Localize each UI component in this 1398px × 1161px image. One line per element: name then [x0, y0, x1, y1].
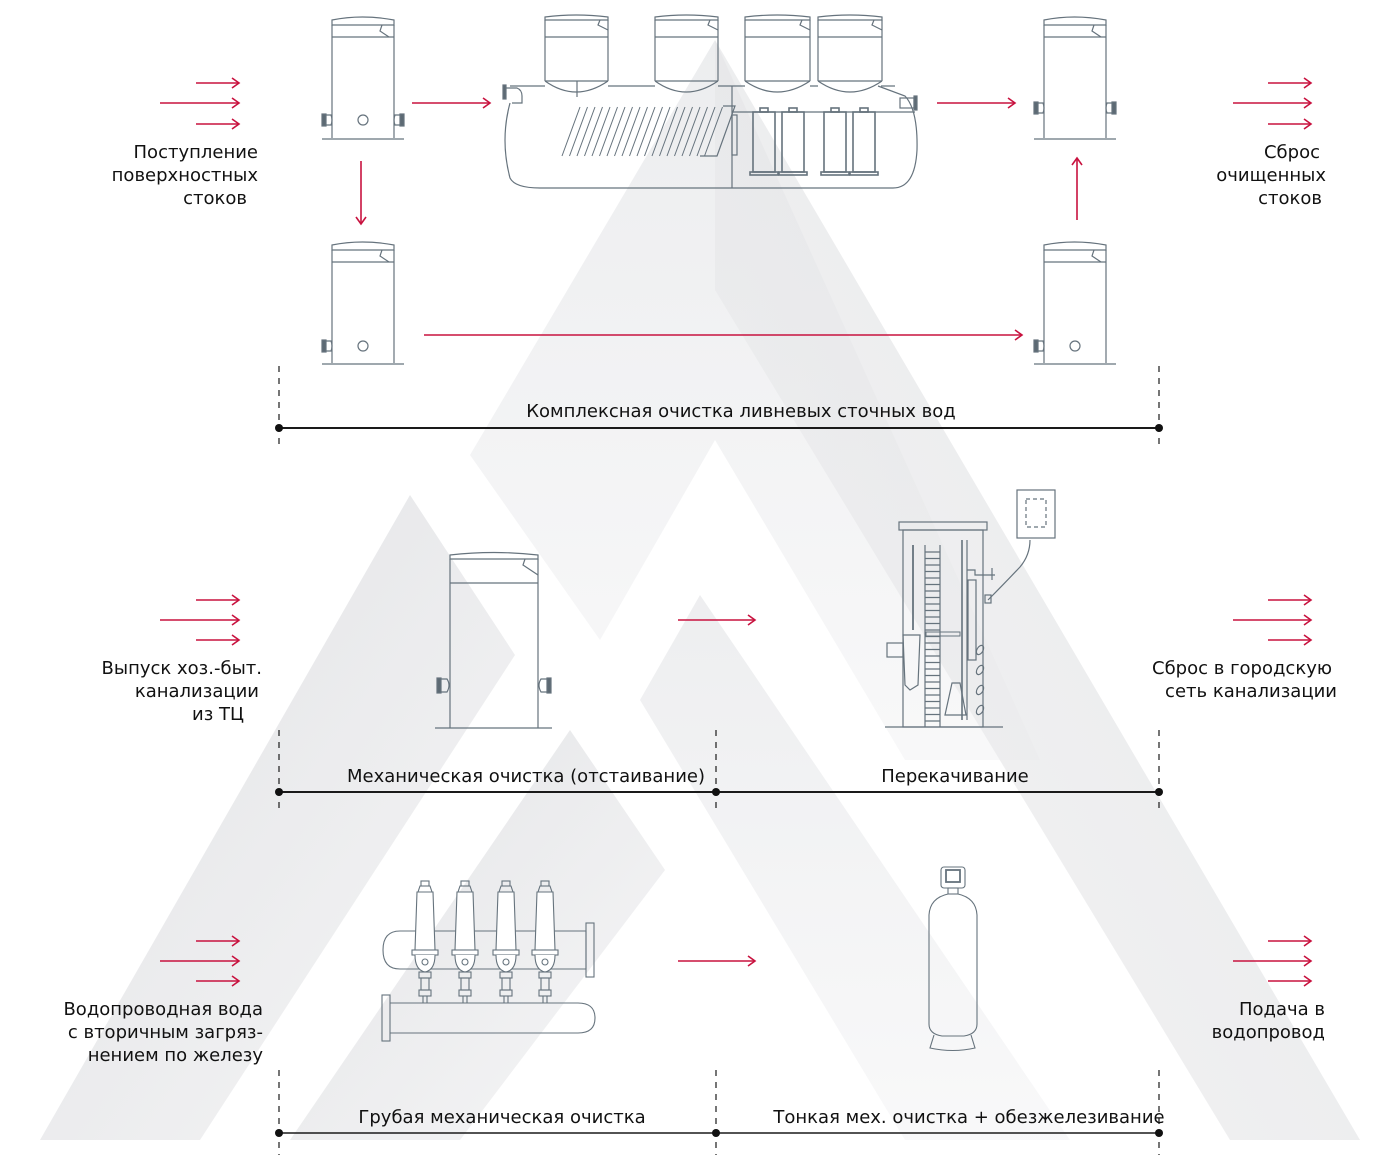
watermark-right-leg: [715, 40, 1360, 1140]
watermark-inner-left: [290, 730, 665, 1140]
stage-label: Грубая механическая очистка: [358, 1107, 646, 1128]
label-line: очищенных: [1216, 165, 1326, 186]
stage-label: Перекачивание: [881, 766, 1029, 787]
label-line: стоков: [183, 188, 247, 209]
label-line: Сброс: [1263, 142, 1320, 163]
timeline-node: [1155, 1129, 1163, 1137]
tank-turret: [817, 14, 883, 93]
coalescing-filters: [749, 107, 879, 176]
disc-filter: [492, 880, 520, 1003]
tank-turret: [544, 14, 609, 97]
output-arrows: [1233, 935, 1313, 987]
timeline-node: [275, 1129, 283, 1137]
timeline-node: [275, 788, 283, 796]
label-line: Поступление: [133, 142, 258, 163]
row-water-supply: [160, 866, 1313, 1052]
disc-filter: [451, 880, 479, 1003]
input-arrows: [160, 594, 241, 646]
flow-arrows: [355, 97, 1083, 341]
disc-filters: [411, 880, 559, 1003]
timeline-node: [275, 424, 283, 432]
input-arrows: [160, 935, 241, 987]
timeline-water-supply: [275, 1070, 1163, 1155]
output-arrows: [1233, 77, 1313, 130]
timeline-node: [712, 788, 720, 796]
flow-arrow: [678, 614, 757, 626]
timeline-sewage: [275, 730, 1163, 812]
settling-well: [435, 551, 552, 729]
float-switches: [975, 644, 985, 716]
sand-trap-well: [321, 16, 405, 140]
timeline-node: [712, 1129, 720, 1137]
label-line: Подача в: [1238, 999, 1325, 1020]
row-stormwater: [160, 14, 1313, 365]
stage-label: Комплексная очистка ливневых сточных вод: [526, 401, 956, 422]
tank-turret: [744, 14, 811, 93]
control-cabinet: [1016, 489, 1056, 539]
tank-turret: [654, 14, 719, 93]
disc-filter-manifold: [381, 880, 596, 1042]
watermark-inner-right: [640, 595, 1070, 1140]
input-label-sewage: Выпуск хоз.-быт. канализации из ТЦ: [102, 657, 262, 726]
sampling-well-top: [1033, 16, 1117, 140]
lamella-plates: [561, 106, 723, 157]
input-arrows: [160, 77, 241, 130]
label-line: канализации: [134, 681, 259, 702]
sampling-well-bottom: [1033, 241, 1116, 365]
timeline-stormwater: [275, 366, 1163, 448]
input-label-stormwater: Поступление поверхностных стоков: [112, 141, 258, 210]
oil-separator-tank: [502, 14, 918, 189]
label-line: Выпуск хоз.-быт.: [101, 658, 262, 679]
timeline-node: [1155, 424, 1163, 432]
disc-filter: [531, 880, 559, 1003]
input-label-water-supply: Водопроводная вода с вторичным загряз- н…: [63, 998, 263, 1067]
label-line: нением по железу: [87, 1045, 263, 1066]
label-line: Сброс в городскую: [1152, 658, 1332, 679]
stage-label: Механическая очистка (отстаивание): [347, 766, 705, 787]
label-line: из ТЦ: [192, 704, 244, 725]
output-arrows: [1233, 594, 1313, 646]
flow-arrow: [678, 955, 757, 967]
label-line: Водопроводная вода: [63, 999, 263, 1020]
stage-label: Тонкая мех. очистка + обезжелезивание: [773, 1107, 1165, 1128]
bypass-well: [321, 241, 404, 365]
iron-removal-filter-vessel: [928, 866, 978, 1052]
label-line: водопровод: [1211, 1022, 1325, 1043]
row-sewage: [160, 489, 1313, 729]
label-line: стоков: [1258, 188, 1322, 209]
label-line: сеть канализации: [1165, 681, 1337, 702]
output-label-water-supply: Подача в водопровод: [1212, 998, 1325, 1044]
output-label-stormwater: Сброс очищенных стоков: [1216, 141, 1326, 210]
timeline-node: [1155, 788, 1163, 796]
label-line: поверхностных: [111, 165, 258, 186]
watermark-logo: [40, 40, 1360, 1140]
output-label-sewage: Сброс в городскую сеть канализации: [1152, 657, 1337, 703]
disc-filter: [411, 880, 439, 1003]
label-line: с вторичным загряз-: [67, 1022, 263, 1043]
watermark-left-leg: [40, 495, 515, 1140]
pumping-station: [885, 489, 1056, 728]
